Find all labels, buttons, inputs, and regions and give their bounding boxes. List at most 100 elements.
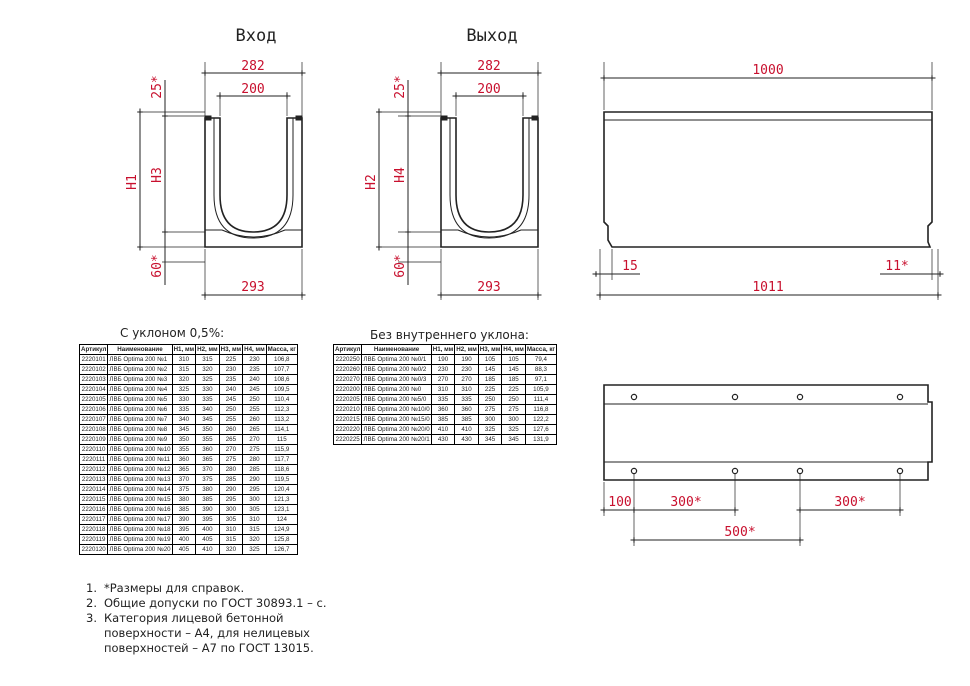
- table-cell: 360: [195, 444, 220, 455]
- table-cell: 124: [265, 514, 298, 525]
- table-cell: 335: [454, 394, 479, 405]
- table-cell: ЛВБ Optima 200 №5: [107, 394, 173, 405]
- table-cell: 127,6: [524, 424, 558, 435]
- table-cell: 190: [430, 354, 456, 365]
- table-cell: 120,4: [265, 484, 298, 495]
- outlet-dim-282-label: 282: [477, 59, 500, 74]
- table-cell: 270: [218, 444, 244, 455]
- table-cell: 250: [218, 404, 244, 415]
- table-cell: ЛВБ Optima 200 №15: [107, 494, 173, 505]
- table-cell: 385: [454, 414, 479, 425]
- note-text: *Размеры для справок.: [104, 581, 245, 595]
- column-header: Наименование: [361, 344, 432, 355]
- table-cell: 2220106: [78, 404, 109, 415]
- table-cell: 330: [171, 394, 197, 405]
- note-item: 3.Категория лицевой бетонной поверхности…: [86, 611, 344, 656]
- table-cell: 235: [218, 374, 244, 385]
- table-cell: 280: [242, 454, 267, 465]
- table-cell: 106,8: [265, 354, 298, 365]
- table-cell: 380: [171, 494, 197, 505]
- table-cell: 430: [430, 434, 456, 445]
- table-cell: 250: [501, 394, 526, 405]
- table-cell: 275: [501, 404, 526, 415]
- table-cell: ЛВБ Optima 200 №1: [107, 354, 173, 365]
- table-cell: 2220105: [78, 394, 109, 405]
- table-cell: 285: [242, 464, 267, 475]
- table-cell: 305: [242, 504, 267, 515]
- table-cell: 370: [171, 474, 197, 485]
- table-cell: 145: [477, 364, 503, 375]
- table-cell: 2220200: [332, 384, 363, 395]
- table-cell: 145: [501, 364, 526, 375]
- table-cell: ЛВБ Optima 200 №12: [107, 464, 173, 475]
- table-cell: 230: [454, 364, 479, 375]
- column-header: H4, мм: [501, 344, 526, 355]
- table-cell: 230: [430, 364, 456, 375]
- table-cell: 115,9: [265, 444, 298, 455]
- table-cell: 320: [171, 374, 197, 385]
- table-cell: 290: [242, 474, 267, 485]
- table-cell: 350: [171, 434, 197, 445]
- table-cell: ЛВБ Optima 200 №20/1: [361, 434, 432, 445]
- table-cell: 390: [171, 514, 197, 525]
- table-cell: 390: [195, 504, 220, 515]
- table-cell: 2220270: [332, 374, 363, 385]
- table-cell: 250: [477, 394, 503, 405]
- table-cell: 131,9: [524, 434, 558, 445]
- outlet-view: Выход 282 200 293 H2 H4 25* 60*: [364, 26, 542, 300]
- column-header: H2, мм: [195, 344, 220, 355]
- side-dim-15-label: 15: [622, 259, 638, 274]
- table-cell: 2220114: [78, 484, 109, 495]
- table-cell: 370: [195, 464, 220, 475]
- table-cell: ЛВБ Optima 200 №11: [107, 454, 173, 465]
- table-cell: 345: [501, 434, 526, 445]
- table-cell: 240: [218, 384, 244, 395]
- inlet-body-outline: [204, 117, 303, 248]
- table-cell: 122,2: [524, 414, 558, 425]
- inlet-dim-293-label: 293: [241, 280, 264, 295]
- table-cell: ЛВБ Optima 200 №19: [107, 534, 173, 545]
- table-cell: 275: [218, 454, 244, 465]
- table-cell: ЛВБ Optima 200 №0/3: [361, 374, 432, 385]
- table-cell: 260: [218, 424, 244, 435]
- table-cell: 300: [242, 494, 267, 505]
- side-dim-1000-label: 1000: [752, 63, 783, 78]
- side-view: 1000 1011 15 11*: [592, 62, 944, 300]
- table-cell: 345: [195, 414, 220, 425]
- table-cell: 225: [501, 384, 526, 395]
- table-cell: 114,1: [265, 424, 298, 435]
- table-cell: 2220108: [78, 424, 109, 435]
- plan-dim-100-label: 100: [608, 495, 631, 510]
- table-cell: ЛВБ Optima 200 №0/2: [361, 364, 432, 375]
- table-cell: 315: [195, 354, 220, 365]
- table-cell: 395: [195, 514, 220, 525]
- table-cell: 395: [171, 524, 197, 535]
- bolt-hole: [796, 393, 804, 401]
- table-cell: 116,8: [524, 404, 558, 415]
- table-cell: 360: [171, 454, 197, 465]
- table-cell: 320: [195, 364, 220, 375]
- table-cell: 245: [218, 394, 244, 405]
- table-cell: 88,3: [524, 364, 558, 375]
- table-cell: ЛВБ Optima 200 №5/0: [361, 394, 432, 405]
- table-cell: 107,7: [265, 364, 298, 375]
- table-cell: ЛВБ Optima 200 №15/0: [361, 414, 432, 425]
- table-cell: 280: [218, 464, 244, 475]
- table-cell: 330: [195, 384, 220, 395]
- table-cell: 385: [430, 414, 456, 425]
- table-cell: 79,4: [524, 354, 558, 365]
- table-cell: 255: [242, 404, 267, 415]
- table-cell: 355: [195, 434, 220, 445]
- side-dim-11-label: 11*: [885, 259, 908, 274]
